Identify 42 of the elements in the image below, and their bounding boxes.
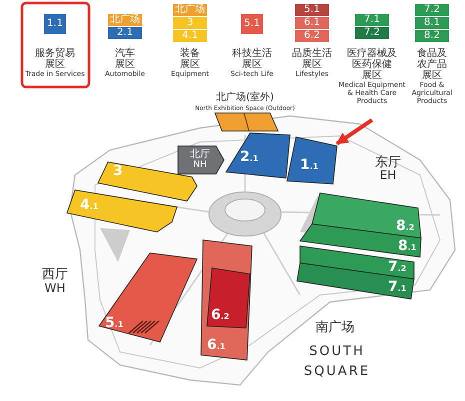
hall-block xyxy=(226,133,290,178)
hall-block xyxy=(287,137,337,184)
zone-badge: 4.1 xyxy=(173,30,207,42)
hall-block xyxy=(99,253,197,342)
zone-badge: 北广场 xyxy=(173,4,207,16)
hall-name: NH xyxy=(193,161,207,170)
zone-badge: 3 xyxy=(173,17,207,29)
category-label: 汽车展区 xyxy=(115,48,135,70)
category-label: 品质生活展区 xyxy=(292,48,332,70)
zone-badge: 6.1 xyxy=(295,17,329,29)
zone-badge: 5.1 xyxy=(241,14,263,34)
area-label: 西厅 xyxy=(42,266,68,283)
category-label: 医疗器械及医药保健 xyxy=(347,48,397,70)
category-label: 食品及农产品展区 xyxy=(417,48,447,81)
zone-badge: 8.2 xyxy=(415,30,449,42)
hall-block xyxy=(201,240,252,360)
zone-badge: 7.1 xyxy=(355,14,389,26)
hall-block xyxy=(207,268,250,328)
hall-number: 3 xyxy=(113,164,123,179)
area-label: 北广场(室外) xyxy=(216,92,274,103)
area-label: WH xyxy=(44,281,66,295)
category-label: 展区 xyxy=(362,70,382,81)
area-label: EH xyxy=(380,168,396,182)
category-label: 装备展区 xyxy=(180,48,200,70)
pointer-arrow xyxy=(336,118,374,146)
area-label: SOUTH SQUARE xyxy=(302,343,372,381)
zone-badge: 1.1 xyxy=(44,14,66,34)
zone-badge: 6.2 xyxy=(295,30,329,42)
zone-badge: 北广场 xyxy=(108,14,142,26)
area-label: 南广场 xyxy=(316,319,354,336)
hall-block xyxy=(67,190,177,232)
hall-name: 北厅 xyxy=(190,149,210,160)
zone-badge: 7.2 xyxy=(415,4,449,16)
zone-badge: 7.2 xyxy=(355,27,389,39)
zone-badge: 8.1 xyxy=(415,17,449,29)
category-label: 服务贸易展区 xyxy=(35,48,75,70)
zone-badge: 5.1 xyxy=(295,4,329,16)
area-label: 东厅 xyxy=(375,154,401,170)
zone-badge: 2.1 xyxy=(108,27,142,39)
hall-block xyxy=(178,146,224,174)
hall-block xyxy=(312,193,421,238)
category-label: 科技生活展区 xyxy=(232,48,272,70)
